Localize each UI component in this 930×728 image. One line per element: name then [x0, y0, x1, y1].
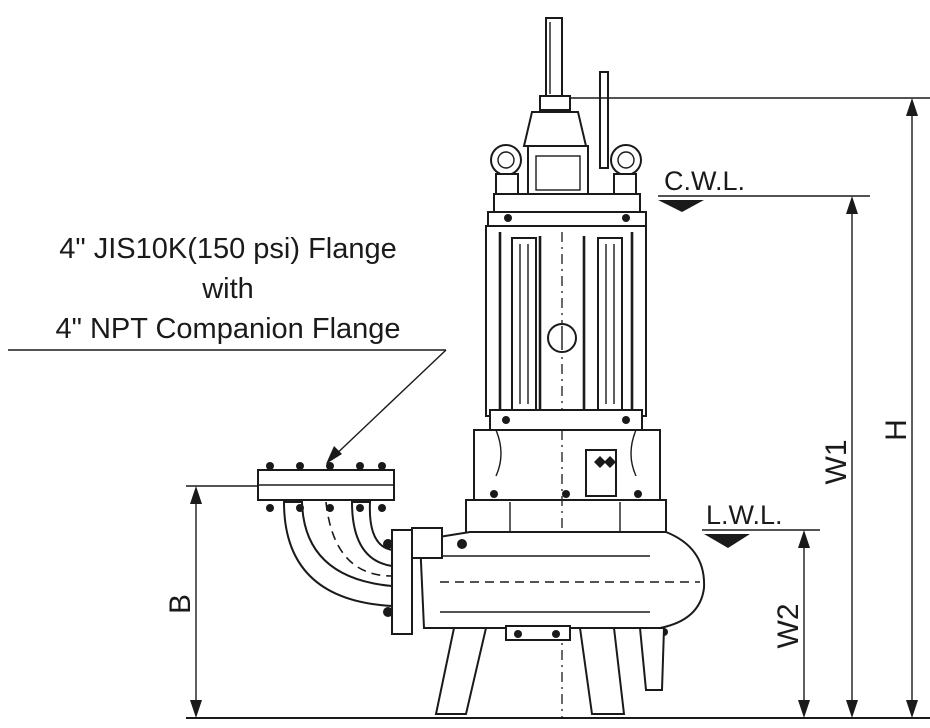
lwl-marker-icon [704, 534, 750, 548]
cwl-marker-icon [658, 200, 704, 212]
flange-callout: 4" JIS10K(150 psi) Flange with 4" NPT Co… [8, 233, 447, 464]
dimension-h [906, 98, 918, 718]
dimension-label-h: H [880, 419, 913, 441]
lwl-label: L.W.L. [706, 500, 783, 530]
dimension-w1 [846, 196, 858, 718]
cwl-label: C.W.L. [664, 166, 745, 196]
dimension-label-w1: W1 [820, 440, 853, 485]
callout-line-2: with [201, 273, 254, 305]
callout-line-3: 4" NPT Companion Flange [55, 313, 400, 345]
callout-arrow-icon [326, 446, 342, 464]
dimension-label-b: B [164, 594, 197, 614]
dimension-label-w2: W2 [772, 604, 805, 649]
dimension-w2 [798, 530, 810, 718]
callout-line-1: 4" JIS10K(150 psi) Flange [59, 233, 397, 265]
callout-leader-line [329, 349, 447, 461]
dimension-b [190, 486, 202, 718]
pump-drawing [257, 17, 706, 718]
